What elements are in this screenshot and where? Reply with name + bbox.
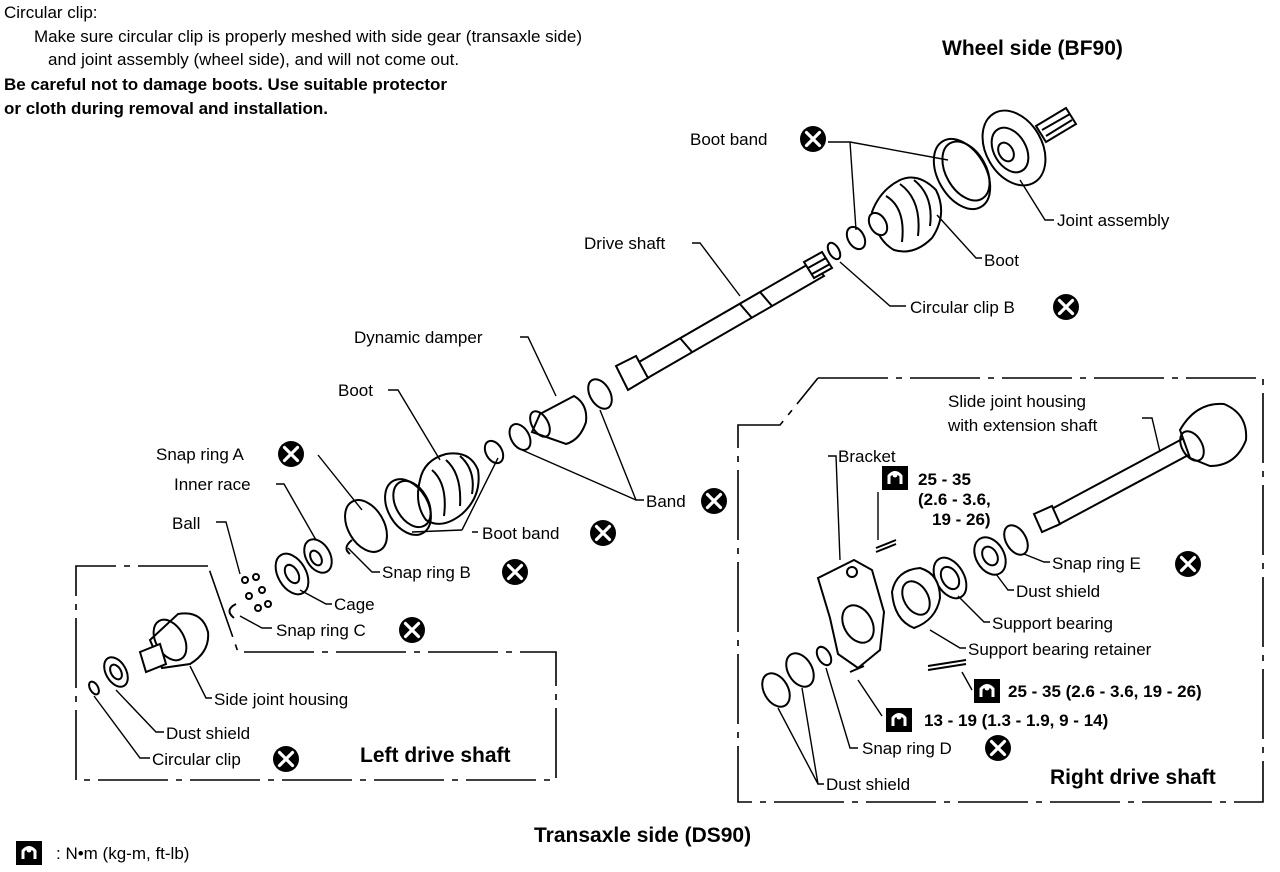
non-reusable-icon bbox=[1173, 549, 1203, 579]
non-reusable-icon bbox=[271, 744, 301, 774]
snap-ring-a bbox=[344, 499, 388, 553]
torque-retainer: 25 - 35 (2.6 - 3.6, 19 - 26) bbox=[1008, 682, 1202, 701]
non-reusable-icon bbox=[588, 518, 618, 548]
label-support-bearing-retainer: Support bearing retainer bbox=[968, 640, 1152, 659]
label-snap-ring-a: Snap ring A bbox=[156, 445, 245, 464]
label-band: Band bbox=[646, 492, 686, 511]
torque-small: 13 - 19 (1.3 - 1.9, 9 - 14) bbox=[924, 711, 1108, 730]
inner-race bbox=[303, 538, 333, 574]
label-boot-band-top: Boot band bbox=[690, 130, 768, 149]
heading-transaxle-side: Transaxle side (DS90) bbox=[534, 824, 751, 847]
label-snap-ring-d: Snap ring D bbox=[862, 739, 952, 758]
label-dust-shield-left: Dust shield bbox=[166, 724, 250, 743]
non-reusable-icon bbox=[500, 557, 530, 587]
label-snap-ring-c: Snap ring C bbox=[276, 621, 366, 640]
note-line-2: Make sure circular clip is properly mesh… bbox=[34, 27, 582, 46]
note-line-3: and joint assembly (wheel side), and wil… bbox=[48, 50, 459, 69]
label-cage: Cage bbox=[334, 595, 375, 614]
non-reusable-icon bbox=[276, 439, 306, 469]
label-boot-wheel: Boot bbox=[984, 251, 1019, 270]
label-boot-band-mid: Boot band bbox=[482, 524, 560, 543]
torque-bracket-2: (2.6 - 3.6, bbox=[918, 490, 991, 509]
label-slide-joint-2: with extension shaft bbox=[947, 416, 1098, 435]
legend-unit-text: : N•m (kg-m, ft-lb) bbox=[56, 844, 189, 863]
label-boot-trans: Boot bbox=[338, 381, 373, 400]
dust-shield-right-top bbox=[973, 536, 1007, 576]
label-snap-ring-b: Snap ring B bbox=[382, 563, 471, 582]
label-dust-shield-right-top: Dust shield bbox=[1016, 582, 1100, 601]
non-reusable-icon bbox=[699, 486, 729, 516]
note-line-1: Circular clip: bbox=[4, 3, 98, 22]
slide-joint-housing bbox=[1032, 402, 1248, 534]
leader-lines bbox=[93, 141, 1161, 785]
label-circular-clip: Circular clip bbox=[152, 750, 241, 769]
cage bbox=[274, 552, 310, 596]
non-reusable-icon bbox=[983, 733, 1013, 763]
bracket bbox=[816, 558, 886, 670]
heading-left-drive-shaft: Left drive shaft bbox=[360, 744, 511, 767]
torque-bracket-1: 25 - 35 bbox=[918, 470, 971, 489]
torque-wrench-icon bbox=[14, 839, 44, 867]
label-slide-joint-1: Slide joint housing bbox=[948, 392, 1086, 411]
right-drive-shaft-frame bbox=[737, 377, 1264, 803]
label-joint-assembly: Joint assembly bbox=[1057, 211, 1170, 230]
label-snap-ring-e: Snap ring E bbox=[1052, 554, 1141, 573]
heading-right-drive-shaft: Right drive shaft bbox=[1050, 766, 1216, 789]
label-bracket: Bracket bbox=[838, 447, 896, 466]
label-dust-shield-right-bottom: Dust shield bbox=[826, 775, 910, 794]
torque-wrench-icon bbox=[880, 464, 910, 492]
band-rings bbox=[508, 378, 613, 451]
label-dynamic-damper: Dynamic damper bbox=[354, 328, 483, 347]
snap-ring-b bbox=[345, 539, 353, 555]
snap-ring-c bbox=[228, 603, 237, 619]
boot-trans bbox=[417, 452, 480, 525]
torque-bracket-3: 19 - 26) bbox=[932, 510, 991, 529]
circular-clip-left bbox=[88, 680, 100, 696]
balls bbox=[241, 573, 272, 612]
dynamic-damper bbox=[529, 394, 588, 446]
label-inner-race: Inner race bbox=[174, 475, 251, 494]
boot-band-wheel bbox=[932, 137, 992, 211]
snap-ring-d bbox=[815, 645, 833, 667]
heading-wheel-side: Wheel side (BF90) bbox=[942, 37, 1123, 60]
dust-shield-left bbox=[103, 656, 129, 688]
boot-wheel bbox=[867, 176, 943, 253]
left-drive-shaft-frame bbox=[75, 565, 557, 781]
support-bearing-retainer bbox=[890, 566, 942, 630]
circular-clip-b bbox=[826, 241, 842, 261]
bolts bbox=[849, 539, 967, 673]
torque-wrench-icon bbox=[884, 706, 914, 734]
label-ball: Ball bbox=[172, 514, 200, 533]
non-reusable-icon bbox=[798, 124, 828, 154]
dust-shield-right-bottom bbox=[761, 652, 815, 708]
side-joint-housing bbox=[138, 612, 210, 674]
label-side-joint-housing: Side joint housing bbox=[214, 690, 348, 709]
label-support-bearing: Support bearing bbox=[992, 614, 1113, 633]
joint-assembly bbox=[981, 106, 1078, 187]
label-drive-shaft: Drive shaft bbox=[584, 234, 666, 253]
non-reusable-icon bbox=[397, 615, 427, 645]
small-boot-band-trans bbox=[483, 439, 505, 465]
snap-ring-e bbox=[1003, 524, 1029, 556]
note-caution-1: Be careful not to damage boots. Use suit… bbox=[4, 75, 447, 94]
note-caution-2: or cloth during removal and installation… bbox=[4, 99, 328, 118]
drive-shaft bbox=[614, 250, 834, 392]
non-reusable-icon bbox=[1051, 292, 1081, 322]
label-circular-clip-b: Circular clip B bbox=[910, 298, 1015, 317]
torque-wrench-icon bbox=[972, 677, 1002, 705]
boot-band-trans bbox=[384, 478, 432, 536]
small-boot-band-wheel bbox=[845, 225, 867, 251]
